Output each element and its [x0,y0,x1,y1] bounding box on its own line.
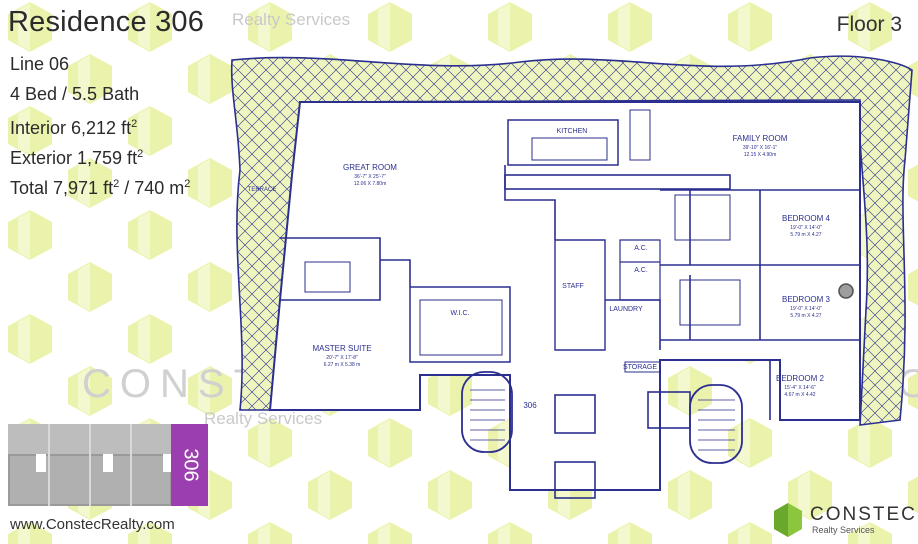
spec-bed-bath: 4 Bed / 5.5 Bath [10,84,140,104]
brand-logo: CONSTEC Realty Services [770,500,915,540]
bedroom2-metric: 4.67 m X 4.42 [784,392,815,398]
spec-total: Total 7,971 ft2 / 740 m2 [10,174,190,198]
unit-number-label: 306 [523,401,537,410]
spec-exterior-sup: 2 [137,148,144,160]
spec-interior-sup: 2 [131,118,138,130]
logo-name: CONSTEC [810,504,917,525]
family-room-label: FAMILY ROOM [733,134,788,143]
ac2-label: A.C. [634,267,648,274]
bedroom2-dim: 15'-4" X 14'-6" [784,385,816,391]
spec-total-metric-sup: 2 [184,178,191,190]
master-suite-metric: 6.27 m X 5.38 m [324,362,361,368]
spec-interior-text: Interior 6,212 ft [10,118,132,138]
spec-interior: Interior 6,212 ft2 [10,114,137,138]
family-room-dim: 39'-10" X 16'-1" [743,145,778,151]
spec-total-metric: / 740 m [119,178,185,198]
spec-total-sup: 2 [113,178,120,190]
bedroom4-metric: 5.79 m X 4.27 [790,232,821,238]
spec-line: Line 06 [10,54,70,74]
family-room-metric: 12.15 X 4.90m [744,152,777,158]
bedroom3-metric: 5.79 m X 4.27 [790,313,821,319]
watermark-services-left: Realty Services [204,409,323,428]
bedroom3-label: BEDROOM 3 [782,295,831,304]
spec-exterior: Exterior 1,759 ft2 [10,144,143,168]
page-title: Residence 306 [8,6,205,38]
staff-label: STAFF [562,283,584,290]
ac1-label: A.C. [634,245,648,252]
storage-label: STORAGE [623,364,657,371]
watermark-services-top: Realty Services [232,10,351,29]
bedroom3-dim: 19'-0" X 14'-0" [790,306,822,312]
website-link[interactable]: www.ConstecRealty.com [10,516,175,533]
bedroom2-label: BEDROOM 2 [776,374,825,383]
hexagon-logo-icon [774,503,802,537]
kitchen-label: KITCHEN [557,128,588,135]
logo-subtitle: Realty Services [812,525,875,535]
terrace-label: TERRACE [248,187,277,193]
great-room-metric: 12.06 X 7.80m [354,181,387,187]
floor-label: Floor 3 [836,13,902,36]
master-suite-label: MASTER SUITE [312,344,371,353]
bedroom4-dim: 19'-0" X 14'-0" [790,225,822,231]
spec-total-text: Total 7,971 ft [10,178,114,198]
laundry-label: LAUNDRY [609,306,643,313]
master-suite-dim: 20'-7" X 17'-8" [326,355,358,361]
key-plan-unit-number: 306 [179,448,201,482]
spec-exterior-text: Exterior 1,759 ft [10,148,138,168]
wic-label: W.I.C. [450,310,469,317]
great-room-label: GREAT ROOM [343,163,397,172]
bedroom4-label: BEDROOM 4 [782,214,831,223]
key-plan-unit-highlight: 306 [171,424,208,506]
great-room-dim: 36'-7" X 25'-7" [354,174,386,180]
terrace-band [230,55,913,426]
